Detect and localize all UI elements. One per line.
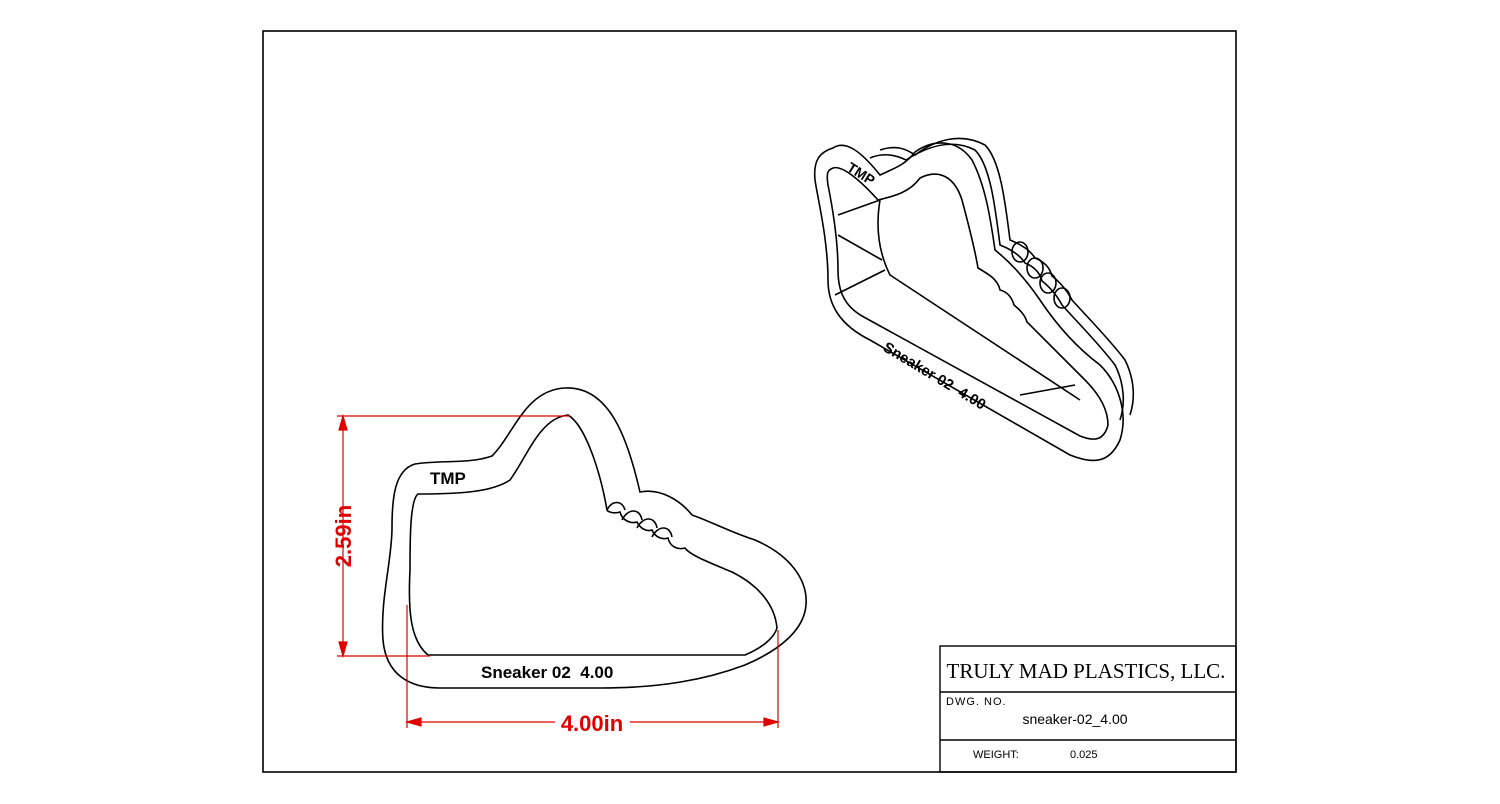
iso-depth-lines — [834, 199, 1081, 401]
lace-bumps — [606, 501, 673, 538]
company-name: TRULY MAD PLASTICS, LLC. — [947, 659, 1226, 683]
iso-outer-profile — [813, 142, 1124, 462]
width-dimension — [404, 605, 781, 728]
isometric-view — [813, 137, 1135, 462]
emboss-label-front: Sneaker 02 4.00 — [481, 663, 613, 682]
lace-peg-3 — [1039, 272, 1057, 294]
drawing-border — [262, 30, 1237, 773]
lace-peg-4 — [1053, 287, 1071, 309]
iso-inner-profile — [826, 166, 1109, 440]
weight-label: WEIGHT: — [973, 749, 1019, 761]
dwg-no-label: DWG. NO. — [946, 696, 1007, 708]
title-block — [939, 645, 1237, 773]
front-view — [381, 387, 807, 689]
dwg-no-value: sneaker-02_4.00 — [1022, 711, 1127, 727]
width-dimension-text: 4.00in — [561, 711, 623, 736]
weight-value: 0.025 — [1070, 749, 1098, 761]
lace-peg-2 — [1026, 257, 1044, 279]
height-dimension-text: 2.59in — [331, 505, 356, 567]
height-dimension — [337, 413, 570, 659]
cutter-inner-profile — [408, 414, 778, 656]
lace-peg-1 — [1011, 241, 1029, 263]
cutter-outer-profile — [381, 387, 807, 689]
emboss-tmp-front: TMP — [430, 469, 466, 488]
